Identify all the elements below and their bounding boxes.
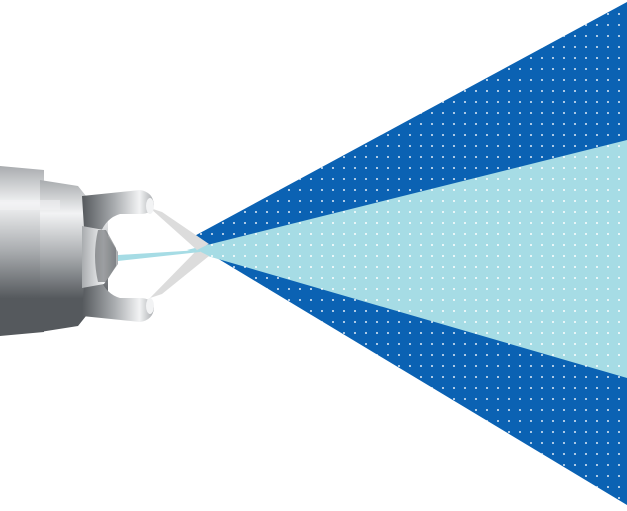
upper-horn: [82, 190, 154, 234]
barrel-highlight: [0, 200, 60, 210]
lower-air-jet: [150, 250, 209, 298]
spray-gun-nozzle: [0, 166, 154, 336]
fluid-stream: [118, 250, 200, 261]
upper-horn-tip: [146, 198, 154, 214]
nozzle-barrel: [0, 166, 44, 336]
upper-air-jet: [150, 208, 209, 250]
lower-horn-tip: [146, 298, 154, 314]
air-cap-cavity: [95, 230, 116, 282]
